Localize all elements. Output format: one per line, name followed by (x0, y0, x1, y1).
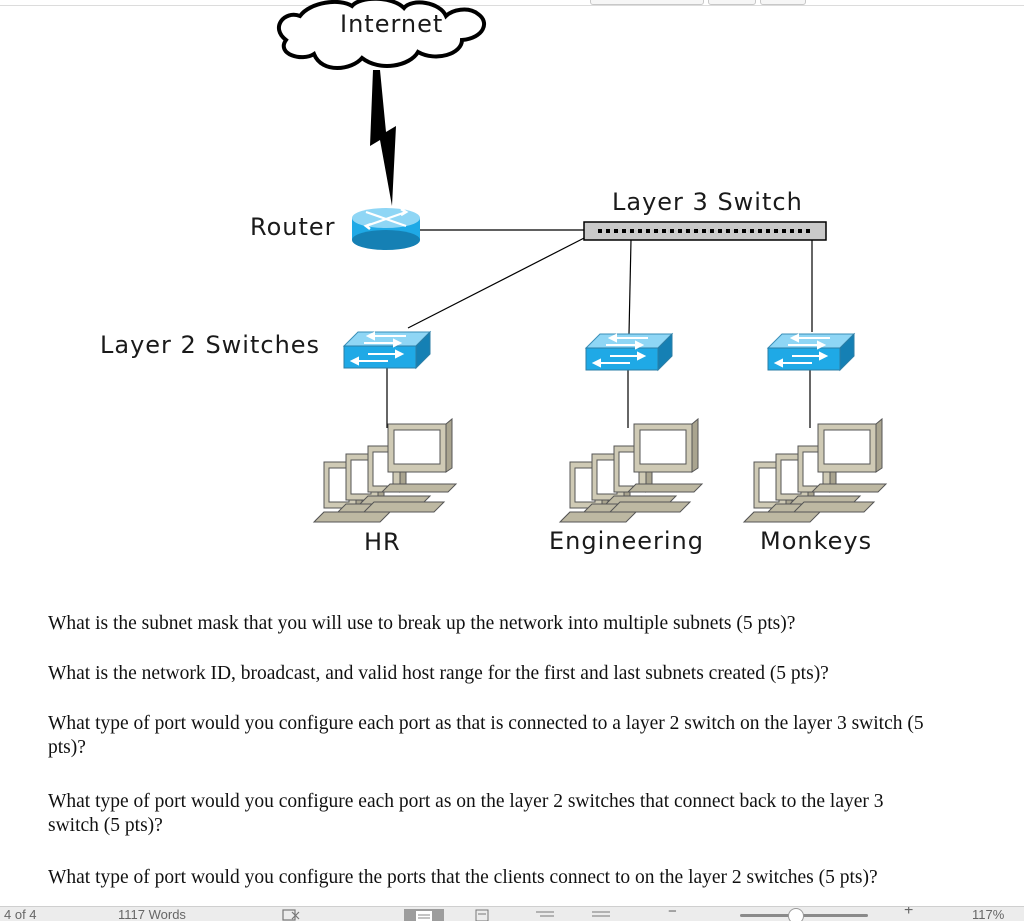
layer3-switch-icon (583, 221, 827, 241)
router-icon (352, 207, 420, 250)
layer3-switch-label: Layer 3 Switch (612, 188, 803, 216)
workstation-group-icon (744, 419, 886, 522)
question-2: What is the network ID, broadcast, and v… (48, 663, 829, 684)
question-3: What type of port would you configure ea… (48, 713, 924, 758)
status-bar: 4 of 4 1117 Words − + 117% (0, 906, 1024, 921)
workstation-group-icon (314, 419, 456, 522)
link-lines (386, 229, 813, 428)
zoom-slider-handle[interactable] (788, 908, 805, 921)
internet-cloud-icon (277, 0, 487, 70)
group-label-hr: HR (364, 528, 401, 556)
draft-icon[interactable] (590, 909, 612, 921)
network-diagram: Internet Router (100, 0, 1024, 556)
toolbar-tab-stub[interactable] (708, 0, 756, 5)
wan-link-icon (370, 70, 396, 206)
print-layout-icon[interactable] (404, 909, 444, 921)
router-label: Router (250, 213, 336, 241)
question-1: What is the subnet mask that you will us… (48, 613, 796, 634)
proofing-icon[interactable] (282, 909, 300, 921)
workstation-group-icon (560, 419, 702, 522)
layer2-switches-label: Layer 2 Switches (100, 331, 320, 359)
toolbar-tab-stub[interactable] (760, 0, 806, 5)
outline-icon[interactable] (534, 909, 556, 921)
word-count[interactable]: 1117 Words (118, 907, 186, 921)
zoom-level[interactable]: 117% (972, 907, 1005, 921)
window-top-edge (0, 0, 1024, 5)
page-edge (0, 5, 1024, 6)
zoom-out-button[interactable]: − (668, 906, 677, 920)
zoom-in-button[interactable]: + (904, 906, 914, 919)
zoom-slider[interactable] (740, 908, 868, 921)
internet-label: Internet (340, 10, 443, 38)
question-5: What type of port would you configure th… (48, 867, 878, 888)
layer2-switch-icon (343, 331, 431, 369)
toolbar-tab-stub[interactable] (590, 0, 704, 5)
web-layout-icon[interactable] (474, 909, 494, 921)
group-label-monkeys: Monkeys (760, 527, 872, 555)
question-4: What type of port would you configure ea… (48, 791, 884, 836)
page-count[interactable]: 4 of 4 (4, 907, 37, 921)
layer2-switch-icon (585, 333, 673, 371)
group-label-engineering: Engineering (549, 527, 704, 555)
layer2-switch-icon (767, 333, 855, 371)
